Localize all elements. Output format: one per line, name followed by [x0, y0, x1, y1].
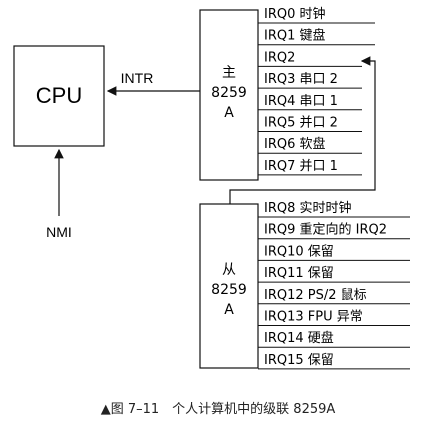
- master-irq-label: IRQ1 键盘: [264, 28, 326, 44]
- slave-irq-label: IRQ11 保留: [264, 266, 334, 281]
- slave-irq-label: IRQ15 保留: [264, 353, 334, 368]
- slave-label-line1: 从: [222, 262, 236, 278]
- master-8259a-box: [199, 9, 259, 181]
- cpu-label: CPU: [36, 83, 82, 108]
- master-label-line2: 8259: [211, 85, 247, 101]
- slave-label-line3: A: [224, 302, 234, 318]
- master-irq-label: IRQ6 软盘: [264, 136, 326, 152]
- slave-irq-label: IRQ14 硬盘: [264, 330, 334, 346]
- master-irq-label: IRQ2: [264, 50, 295, 65]
- master-irq-label: IRQ3 串口 2: [264, 72, 338, 87]
- slave-irq-label: IRQ10 保留: [264, 244, 334, 259]
- master-irq-label: IRQ4 串口 1: [264, 94, 338, 109]
- nmi-label: NMI: [46, 224, 72, 240]
- slave-irq-label: IRQ13 FPU 异常: [264, 310, 363, 325]
- master-irq-label: IRQ7 并口 1: [264, 159, 338, 174]
- master-irq-label: IRQ5 并口 2: [264, 116, 338, 131]
- intr-label: INTR: [121, 70, 154, 86]
- slave-irq-label: IRQ9 重定向的 IRQ2: [264, 222, 387, 238]
- slave-label-line2: 8259: [211, 282, 247, 298]
- slave-irq-label: IRQ8 实时时钟: [264, 200, 352, 216]
- master-irq-label: IRQ0 时钟: [264, 6, 326, 22]
- master-label-line1: 主: [222, 65, 236, 81]
- cpu-box: [13, 45, 105, 147]
- slave-8259a-box: [199, 203, 259, 369]
- master-label-line3: A: [224, 105, 234, 121]
- figure-caption: ▲图 7–11 个人计算机中的级联 8259A: [100, 402, 336, 417]
- slave-irq-label: IRQ12 PS/2 鼠标: [264, 288, 367, 303]
- cascade-line: [229, 56, 376, 204]
